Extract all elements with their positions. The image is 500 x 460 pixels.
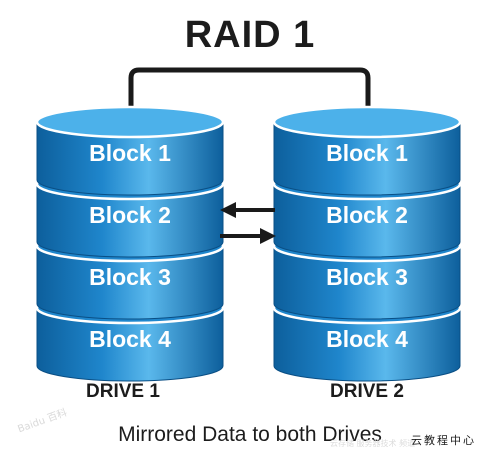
watermark-faint: 云存储 服务器技术 频道 [330, 439, 416, 448]
caption: Mirrored Data to both Drives [118, 423, 382, 446]
watermark-right: 云教程中心 [411, 434, 476, 447]
diagram-title: RAID 1 [184, 14, 316, 56]
drive-2: Block 4 Block 3 Block 2 Block 1 [272, 105, 462, 382]
block-label: Block 1 [326, 140, 408, 166]
block-label: Block 4 [326, 326, 408, 352]
drive-1: Block 4 Block 3 Block 2 Block 1 [35, 105, 225, 382]
drive-2-block-1: Block 1 [272, 105, 462, 196]
mirror-connector [128, 67, 371, 108]
block-label: Block 1 [89, 140, 171, 166]
arrow-right-icon [220, 228, 276, 244]
block-label: Block 3 [326, 264, 408, 290]
block-label: Block 2 [89, 202, 171, 228]
drive-2-label: DRIVE 2 [330, 381, 404, 402]
block-label: Block 3 [89, 264, 171, 290]
arrow-left-icon [220, 202, 275, 218]
block-label: Block 2 [326, 202, 408, 228]
mirror-arrows [220, 202, 276, 244]
block-label: Block 4 [89, 326, 171, 352]
drive-1-label: DRIVE 1 [86, 381, 160, 402]
drive-1-block-1: Block 1 [35, 105, 225, 196]
